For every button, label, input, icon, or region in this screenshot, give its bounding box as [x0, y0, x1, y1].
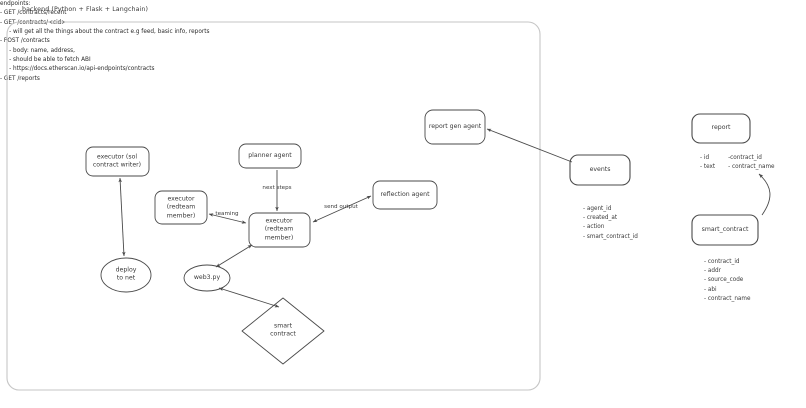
node-executor-redteam-center[interactable] [248, 212, 311, 248]
report-fields-right: -contract_id - contract_name [728, 155, 775, 171]
edge-web3py-to-executor [215, 244, 253, 268]
edge-smart-contract-to-report [758, 173, 771, 216]
report-fields-left: - id - text [700, 155, 716, 171]
node-report[interactable] [691, 113, 751, 144]
node-reflection-agent[interactable] [372, 180, 438, 210]
edge-label-next-steps: next steps [262, 185, 292, 191]
node-events[interactable] [569, 154, 631, 186]
edge-label-teaming: teaming [215, 211, 239, 217]
node-smart-contract-diamond[interactable] [241, 297, 325, 365]
node-executor-redteam-left[interactable] [154, 190, 208, 225]
report-fields: - id - text -contract_id - contract_name [700, 154, 775, 172]
smart-contract-fields: - contract_id - addr - source_code - abi… [704, 259, 751, 302]
events-fields: - agent_id - created_at - action - smart… [583, 206, 638, 240]
node-deploy-to-net[interactable] [100, 257, 152, 293]
edge-events-to-report-gen-agent [486, 128, 573, 163]
node-report-gen-agent[interactable] [424, 109, 486, 145]
node-planner-agent[interactable] [238, 143, 302, 169]
node-web3py[interactable] [183, 264, 231, 292]
edge-executor-to-reflection [312, 195, 372, 223]
backend-container [6, 21, 541, 391]
edge-teaming [208, 213, 247, 224]
page-title: backend (Python + Flask + Langchain) [22, 6, 149, 13]
node-smart-contract-entity[interactable] [691, 214, 759, 246]
edge-web3py-to-smart-contract [218, 287, 280, 308]
edge-executor-sol-to-deploy [118, 177, 126, 257]
node-executor-sol-contract-writer[interactable] [85, 146, 150, 177]
endpoints-block: endpoints: - GET /contracts/recent - GET… [0, 1, 210, 82]
edge-label-send-output: send output [324, 204, 358, 210]
